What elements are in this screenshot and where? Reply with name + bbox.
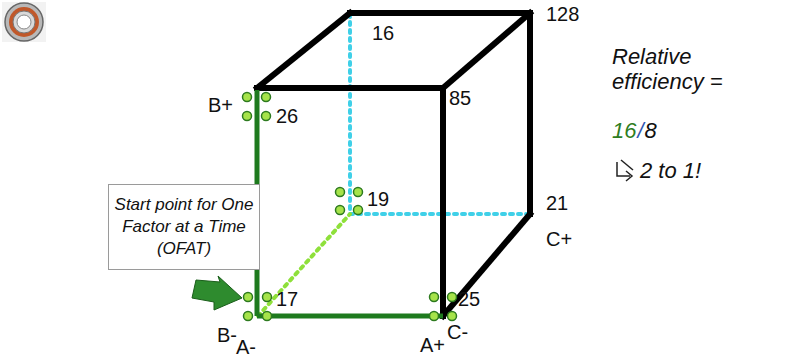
icon-stroke	[626, 171, 632, 181]
efficiency-value: 8	[645, 118, 657, 143]
factor-level: B+	[208, 94, 233, 117]
callout-box: Start point for One Factor at a Time (OF…	[108, 184, 260, 270]
cube-edge	[443, 214, 530, 316]
corner-value: 25	[458, 288, 480, 311]
callout-text: Start point for One Factor at a Time (OF…	[109, 194, 259, 260]
run-dot	[354, 188, 363, 197]
cube-edge	[443, 13, 530, 88]
cube-edge	[527, 13, 533, 214]
efficiency-value: 16	[612, 118, 636, 143]
corner-value: 19	[367, 188, 389, 211]
run-dot	[263, 312, 272, 321]
run-dot	[354, 206, 363, 215]
run-dot	[336, 206, 345, 215]
corner-value: 128	[546, 3, 579, 26]
corner-value: 85	[449, 87, 471, 110]
efficiency-value: /	[637, 118, 643, 143]
bearing-cage	[9, 7, 39, 37]
run-dot	[336, 188, 345, 197]
bearing-inner	[13, 11, 35, 33]
run-dot	[430, 312, 439, 321]
corner-value: 16	[372, 22, 394, 45]
corner-value: 17	[276, 288, 298, 311]
run-dot	[262, 93, 271, 102]
bearing-bore	[17, 15, 31, 29]
cube-edges	[257, 13, 530, 316]
ofat-path	[257, 314, 443, 319]
run-dot	[448, 293, 457, 302]
corner-value: 26	[276, 105, 298, 128]
ofat-path-dotted	[258, 214, 350, 316]
icon-ground	[2, 2, 46, 42]
efficiency-result: 2 to 1!	[640, 158, 701, 183]
icon-stroke	[621, 160, 633, 170]
factor-level: A-	[236, 336, 256, 358]
run-dot	[448, 312, 457, 321]
result-arrow-icon	[617, 160, 633, 181]
run-dot	[262, 112, 271, 121]
bearing-outer	[5, 3, 43, 41]
factor-level: B-	[217, 324, 237, 347]
cube-edge	[440, 88, 446, 316]
callout-arrow	[192, 276, 242, 310]
factor-level: C+	[546, 228, 572, 251]
hidden-edge	[348, 14, 352, 214]
efficiency-note: Relative efficiency =	[612, 44, 762, 95]
run-dot	[430, 293, 439, 302]
cube-edge	[257, 13, 350, 88]
run-dot	[263, 293, 272, 302]
bearing-icon	[2, 2, 46, 42]
icon-stroke	[617, 162, 630, 176]
run-dot	[244, 312, 253, 321]
run-dot	[243, 112, 252, 121]
run-dots	[243, 93, 457, 321]
factor-level: C-	[447, 321, 468, 344]
factor-level: A+	[420, 334, 445, 357]
cube-edge	[350, 10, 530, 16]
run-dot	[244, 293, 253, 302]
cube-edge	[257, 85, 443, 91]
run-dot	[243, 93, 252, 102]
corner-value: 21	[546, 192, 568, 215]
